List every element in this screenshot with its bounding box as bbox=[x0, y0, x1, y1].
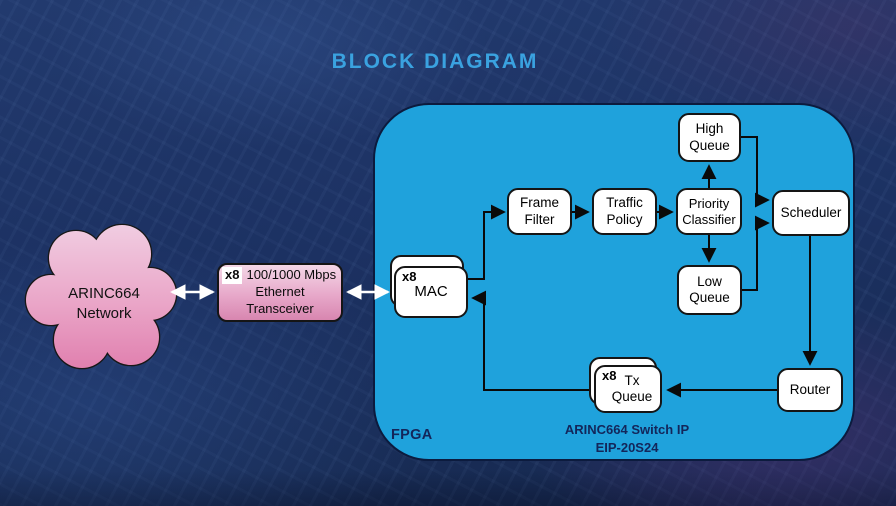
mac-label: MAC bbox=[414, 282, 448, 300]
tx-queue-multiplier-label: x8 bbox=[602, 368, 617, 383]
tx-queue-label: Tx Queue bbox=[611, 372, 653, 404]
switch-ip-name: ARINC664 Switch IP bbox=[564, 422, 690, 437]
frame-filter-block: Frame Filter bbox=[507, 188, 572, 235]
switch-ip-label: ARINC664 Switch IP EIP-20S24 bbox=[527, 421, 727, 457]
traffic-policy-block: Traffic Policy bbox=[592, 188, 657, 235]
cloud-fill bbox=[26, 225, 176, 368]
tx-queue-block: x8 Tx Queue bbox=[594, 365, 662, 413]
router-label: Router bbox=[789, 381, 831, 397]
priority-classifier-label: Priority Classifier bbox=[682, 195, 736, 227]
fpga-label: FPGA bbox=[391, 427, 433, 443]
ethernet-transceiver-block: x8 100/1000 Mbps Ethernet Transceiver bbox=[217, 263, 343, 322]
mac-block: x8 MAC bbox=[394, 266, 468, 318]
mac-multiplier-label: x8 bbox=[402, 269, 417, 284]
low-queue-block: Low Queue bbox=[677, 265, 742, 315]
frame-filter-label: Frame Filter bbox=[519, 195, 559, 227]
high-queue-block: High Queue bbox=[678, 113, 741, 162]
scheduler-block: Scheduler bbox=[772, 190, 850, 236]
cloud-label: ARINC664 Network bbox=[68, 285, 140, 323]
switch-ip-model: EIP-20S24 bbox=[595, 440, 659, 456]
router-block: Router bbox=[777, 368, 843, 412]
transceiver-multiplier-badge: x8 bbox=[222, 267, 243, 284]
page-title: BLOCK DIAGRAM bbox=[331, 50, 539, 73]
transceiver-rate-label: 100/1000 Mbps bbox=[246, 267, 337, 282]
transceiver-name-label: Ethernet Transceiver bbox=[246, 283, 314, 316]
priority-classifier-block: Priority Classifier bbox=[676, 188, 742, 235]
low-queue-label: Low Queue bbox=[689, 273, 730, 305]
traffic-policy-label: Traffic Policy bbox=[606, 195, 643, 227]
scheduler-label: Scheduler bbox=[780, 204, 842, 220]
high-queue-label: High Queue bbox=[689, 121, 730, 153]
